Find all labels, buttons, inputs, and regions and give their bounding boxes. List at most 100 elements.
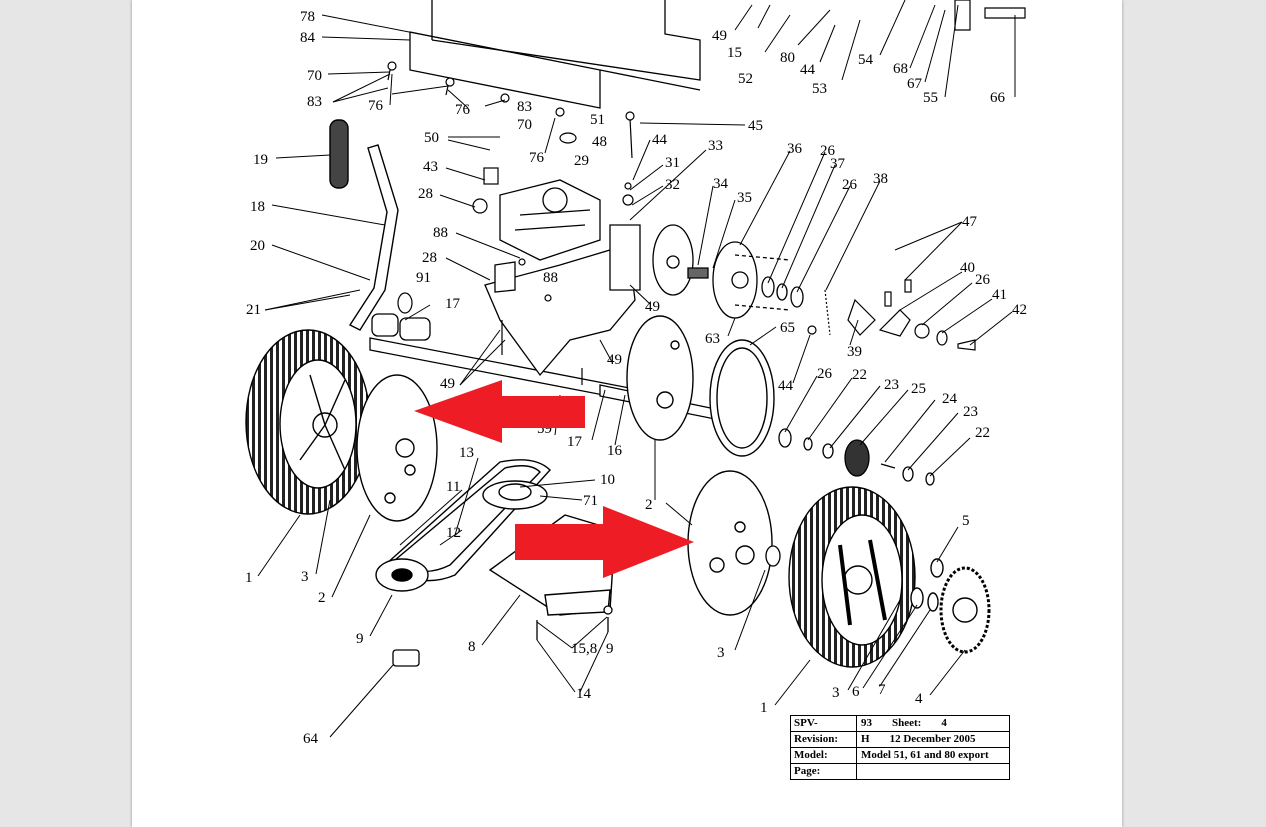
callout-4: 4 [915, 691, 923, 707]
revision-label: Revision: [791, 732, 857, 747]
callout-15: 15 [727, 45, 742, 61]
callout-25: 25 [911, 381, 926, 397]
callout-39: 39 [847, 344, 862, 360]
red-right-arrow-icon [515, 506, 694, 578]
callout-40: 40 [960, 260, 975, 276]
callout-6: 6 [852, 684, 860, 700]
callout-26: 26 [842, 177, 858, 193]
callout-64: 64 [303, 731, 319, 747]
callout-76: 76 [529, 150, 545, 166]
callout-50: 50 [424, 130, 439, 146]
sheet-value: 4 [941, 717, 947, 729]
callout-9: 9 [606, 641, 614, 657]
title-block-row-page: Page: [791, 764, 1009, 779]
callout-76: 76 [368, 98, 384, 114]
callout-7: 7 [878, 682, 886, 698]
ring-gear [709, 339, 775, 457]
callout-29: 29 [574, 153, 589, 169]
callout-14: 14 [576, 686, 592, 702]
model-value: Model 51, 61 and 80 export [861, 749, 989, 761]
callout-10: 10 [600, 472, 615, 488]
spv-value: 93 [861, 717, 872, 729]
left-wheel [245, 329, 371, 515]
spacer-ring [765, 545, 781, 567]
revision-value: H [861, 733, 870, 745]
chassis-bracket [484, 224, 641, 377]
left-drive-disc [356, 374, 438, 522]
callout-32: 32 [665, 177, 680, 193]
gearbox [499, 179, 601, 261]
callout-70: 70 [517, 117, 532, 133]
callout-47: 47 [962, 214, 978, 230]
callout-24: 24 [942, 391, 958, 407]
callout-83: 83 [517, 99, 532, 115]
callout-5: 5 [962, 513, 970, 529]
handle-lever [329, 119, 399, 331]
callout-80: 80 [780, 50, 795, 66]
callout-42: 42 [1012, 302, 1027, 318]
callout-83: 83 [307, 94, 322, 110]
drawing-title-block: SPV- 93 Sheet: 4 Revision: H 12 December… [790, 715, 1010, 780]
callout-3: 3 [832, 685, 840, 701]
spv-label: SPV- [791, 716, 857, 731]
callout-20: 20 [250, 238, 265, 254]
title-block-row-spv: SPV- 93 Sheet: 4 [791, 716, 1009, 732]
callout-labels: 78 84 70 83 76 76 83 70 51 76 50 48 44 4… [245, 9, 1027, 747]
drive-belt [375, 459, 551, 592]
callout-65: 65 [780, 320, 795, 336]
callout-8: 8 [468, 639, 476, 655]
callout-1: 1 [760, 700, 768, 716]
revision-date: 12 December 2005 [889, 733, 976, 745]
callout-45: 45 [748, 118, 763, 134]
callout-43: 43 [423, 159, 438, 175]
callout-33: 33 [708, 138, 723, 154]
callout-49: 49 [440, 376, 455, 392]
callout-52: 52 [738, 71, 753, 87]
callout-26: 26 [820, 143, 836, 159]
callout-44: 44 [800, 62, 816, 78]
callout-55: 55 [923, 90, 938, 106]
axle-parts [392, 428, 935, 667]
callout-68: 68 [893, 61, 908, 77]
callout-15-8: 15,8 [571, 641, 597, 657]
callout-21: 21 [246, 302, 261, 318]
callout-35: 35 [737, 190, 752, 206]
callout-19: 19 [253, 152, 268, 168]
callout-66: 66 [990, 90, 1006, 106]
chain-sprocket [712, 241, 804, 319]
callout-17: 17 [445, 296, 461, 312]
callout-51: 51 [590, 112, 605, 128]
callout-18: 18 [250, 199, 265, 215]
callout-28: 28 [418, 186, 433, 202]
callout-34: 34 [713, 176, 729, 192]
callout-70: 70 [307, 68, 322, 84]
callout-16: 16 [607, 443, 623, 459]
red-left-arrow-icon [414, 380, 585, 443]
callout-53: 53 [812, 81, 827, 97]
callout-88: 88 [433, 225, 448, 241]
callout-71: 71 [583, 493, 598, 509]
callout-49: 49 [607, 352, 622, 368]
callout-44: 44 [652, 132, 668, 148]
deck-bracket [409, 0, 701, 109]
callout-63: 63 [705, 331, 720, 347]
callout-28: 28 [422, 250, 437, 266]
title-block-row-revision: Revision: H 12 December 2005 [791, 732, 1009, 748]
callout-12: 12 [446, 525, 461, 541]
callout-22: 22 [852, 367, 867, 383]
right-wheel [788, 486, 916, 668]
callout-36: 36 [787, 141, 803, 157]
clutch-plate [652, 224, 709, 296]
callout-2: 2 [318, 590, 326, 606]
callout-26: 26 [975, 272, 991, 288]
callout-84: 84 [300, 30, 316, 46]
center-drive-disc [626, 315, 694, 441]
callout-31: 31 [665, 155, 680, 171]
callout-38: 38 [873, 171, 888, 187]
callout-13: 13 [459, 445, 474, 461]
model-label: Model: [791, 748, 857, 763]
callout-88: 88 [543, 270, 558, 286]
document-page: 78 84 70 83 76 76 83 70 51 76 50 48 44 4… [132, 0, 1122, 827]
callout-91: 91 [416, 270, 431, 286]
